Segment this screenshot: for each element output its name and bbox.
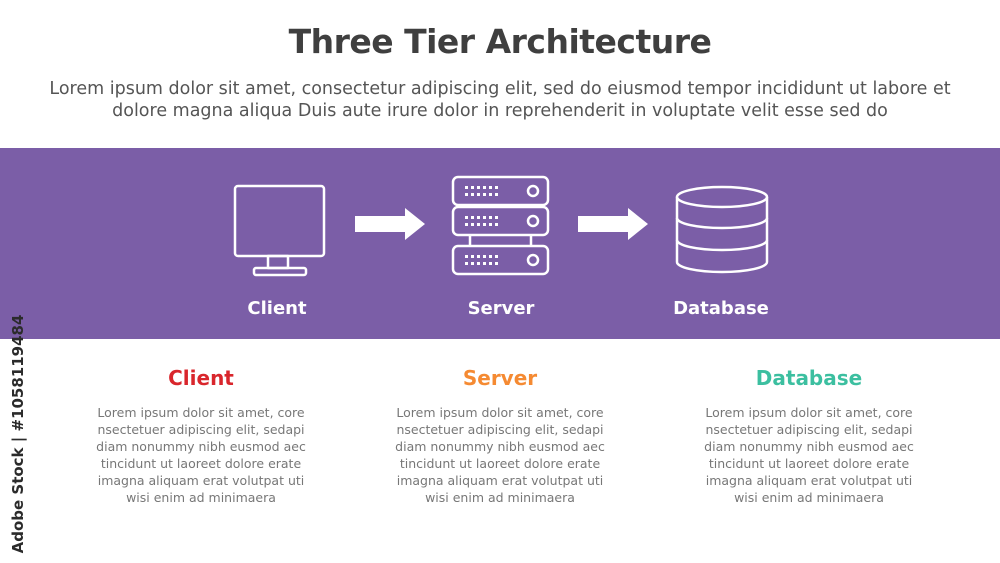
column-client: Client Lorem ipsum dolor sit amet, core …: [91, 366, 311, 506]
server-rack-icon: [451, 175, 550, 276]
column-server: Server Lorem ipsum dolor sit amet, core …: [390, 366, 610, 506]
page-title: Three Tier Architecture: [288, 22, 712, 61]
architecture-icons: [233, 175, 769, 277]
column-database: Database Lorem ipsum dolor sit amet, cor…: [699, 366, 919, 506]
architecture-band: Client Server Database: [0, 148, 1000, 339]
tier-label-server: Server: [467, 298, 535, 319]
column-title-client: Client: [168, 366, 234, 390]
column-text-client: Lorem ipsum dolor sit amet, core nsectet…: [96, 405, 306, 505]
watermark-text: Adobe Stock | #1058119484: [9, 314, 27, 554]
column-text-server: Lorem ipsum dolor sit amet, core nsectet…: [395, 405, 605, 505]
column-title-database: Database: [755, 366, 863, 390]
monitor-icon: [233, 184, 326, 277]
page-subtitle: Lorem ipsum dolor sit amet, consectetur …: [49, 79, 951, 121]
tier-label-client: Client: [247, 298, 307, 319]
arrow-right-icon: [578, 208, 648, 240]
arrow-right-icon: [355, 208, 425, 240]
tier-label-database: Database: [673, 298, 769, 319]
stock-watermark: Adobe Stock | #1058119484: [6, 315, 30, 554]
server-indicator-dots: [465, 186, 498, 265]
column-title-server: Server: [462, 366, 538, 390]
column-text-database: Lorem ipsum dolor sit amet, core nsectet…: [704, 405, 914, 505]
database-icon: [675, 185, 769, 274]
